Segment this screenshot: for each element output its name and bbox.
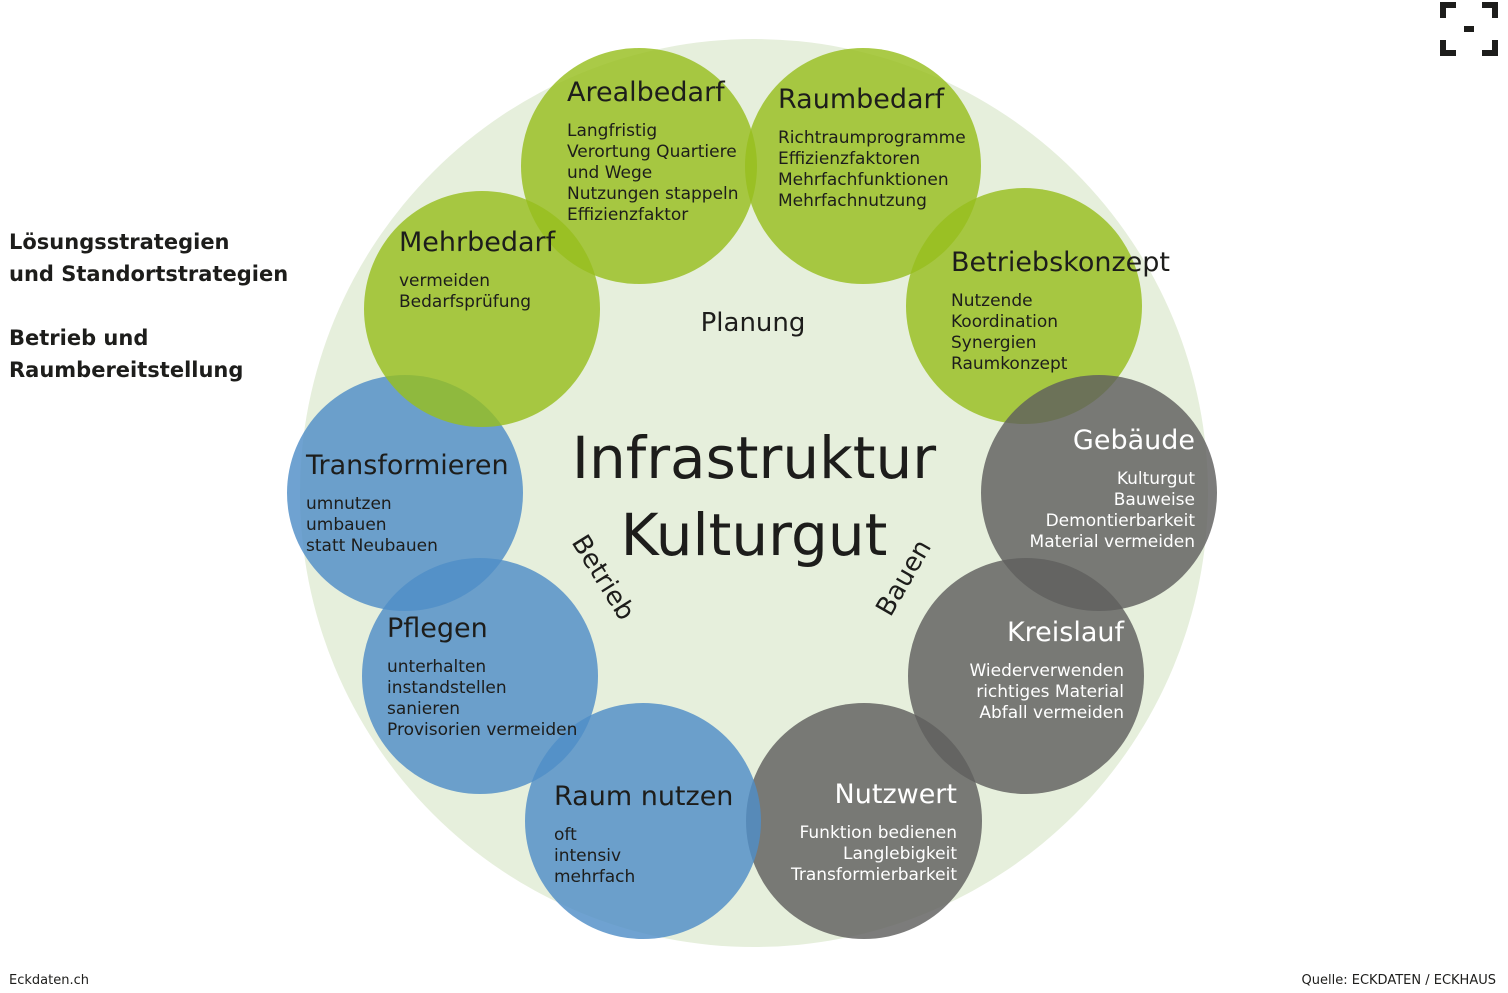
- circle-item-kreislauf: Abfall vermeiden: [979, 703, 1124, 723]
- circle-shape-raumbedarf: [745, 48, 981, 284]
- circle-title-kreislauf: Kreislauf: [1007, 617, 1126, 648]
- circle-item-gebaeude: Material vermeiden: [1030, 532, 1195, 552]
- circle-item-arealbedarf: Langfristig: [567, 121, 657, 141]
- circle-item-transformieren: umbauen: [306, 515, 387, 535]
- circle-item-mehrbedarf: vermeiden: [399, 271, 490, 291]
- circle-title-gebaeude: Gebäude: [1073, 425, 1195, 456]
- strategy-heading-loesungsstrategien: Lösungsstrategien und Standortstrategien: [9, 230, 289, 286]
- circle-betriebskonzept: BetriebskonzeptNutzendeKoordinationSyner…: [906, 188, 1170, 424]
- circle-item-nutzwert: Transformierbarkeit: [790, 865, 957, 885]
- circle-item-pflegen: Provisorien vermeiden: [387, 720, 577, 740]
- circle-shape-nutzwert: [746, 703, 982, 939]
- circle-title-betriebskonzept: Betriebskonzept: [951, 247, 1170, 278]
- circle-title-pflegen: Pflegen: [387, 613, 488, 644]
- bracket-logo-icon: [1440, 2, 1498, 56]
- circle-shape-kreislauf: [908, 558, 1144, 794]
- circle-item-gebaeude: Kulturgut: [1117, 469, 1195, 489]
- circle-item-arealbedarf: Nutzungen stappeln: [567, 184, 739, 204]
- circle-shape-raum-nutzen: [525, 703, 761, 939]
- center-title-line2: Kulturgut: [621, 501, 888, 569]
- circle-item-nutzwert: Langlebigkeit: [843, 844, 957, 864]
- circle-shape-mehrbedarf: [364, 191, 600, 427]
- strategy-heading-betrieb: Betrieb und Raumbereitstellung: [9, 326, 244, 382]
- circle-title-raum-nutzen: Raum nutzen: [554, 781, 733, 812]
- circle-shape-transformieren: [287, 375, 523, 611]
- circle-title-raumbedarf: Raumbedarf: [778, 84, 946, 115]
- circle-item-pflegen: unterhalten: [387, 657, 486, 677]
- circle-item-raum-nutzen: mehrfach: [554, 867, 635, 887]
- circle-shape-gebaeude: [981, 375, 1217, 611]
- circle-item-pflegen: instandstellen: [387, 678, 507, 698]
- circle-item-raumbedarf: Richtraumprogramme: [778, 128, 966, 148]
- circle-item-raum-nutzen: intensiv: [554, 846, 621, 866]
- circle-item-transformieren: statt Neubauen: [306, 536, 438, 556]
- circle-item-raum-nutzen: oft: [554, 825, 577, 845]
- circle-item-arealbedarf: Effizienzfaktor: [567, 205, 688, 225]
- circle-item-pflegen: sanieren: [387, 699, 460, 719]
- circle-shape-arealbedarf: [521, 48, 757, 284]
- circle-item-nutzwert: Funktion bedienen: [800, 823, 957, 843]
- circle-item-raumbedarf: Effizienzfaktoren: [778, 149, 920, 169]
- circle-item-gebaeude: Bauweise: [1114, 490, 1195, 510]
- circle-item-raumbedarf: Mehrfachfunktionen: [778, 170, 949, 190]
- circle-raumbedarf: RaumbedarfRichtraumprogrammeEffizienzfak…: [745, 48, 981, 284]
- circle-item-transformieren: umnutzen: [306, 494, 392, 514]
- circle-item-arealbedarf: Verortung Quartiere: [567, 142, 737, 162]
- circle-item-mehrbedarf: Bedarfsprüfung: [399, 292, 531, 312]
- circle-item-arealbedarf: und Wege: [567, 163, 652, 183]
- circle-pflegen: Pflegen unterhalteninstandstellensanieren…: [362, 558, 598, 794]
- circle-title-transformieren: Transformieren: [305, 450, 509, 481]
- circle-title-mehrbedarf: Mehrbedarf: [399, 227, 557, 258]
- circle-shape-pflegen: [362, 558, 598, 794]
- circle-title-nutzwert: Nutzwert: [835, 779, 957, 810]
- circle-item-betriebskonzept: Nutzende: [951, 291, 1033, 311]
- circle-item-kreislauf: richtiges Material: [976, 682, 1124, 702]
- circle-title-arealbedarf: Arealbedarf: [567, 77, 726, 108]
- footer-source-label: Quelle: ECKDATEN / ECKHAUS: [1301, 973, 1496, 988]
- footer-site-label: Eckdaten.ch: [9, 973, 89, 988]
- circle-item-raumbedarf: Mehrfachnutzung: [778, 191, 927, 211]
- circle-item-betriebskonzept: Raumkonzept: [951, 354, 1068, 374]
- circle-item-betriebskonzept: Koordination: [951, 312, 1058, 332]
- circle-item-betriebskonzept: Synergien: [951, 333, 1037, 353]
- center-title-line1: Infrastruktur: [572, 424, 936, 492]
- circle-item-gebaeude: Demontierbarkeit: [1046, 511, 1196, 531]
- phase-label-planung: Planung: [701, 308, 806, 338]
- circle-gebaeude: GebäudeKulturgutBauweiseDemontierbarkeit…: [981, 375, 1217, 611]
- circle-item-kreislauf: Wiederverwenden: [969, 661, 1124, 681]
- circle-shape-betriebskonzept: [906, 188, 1142, 424]
